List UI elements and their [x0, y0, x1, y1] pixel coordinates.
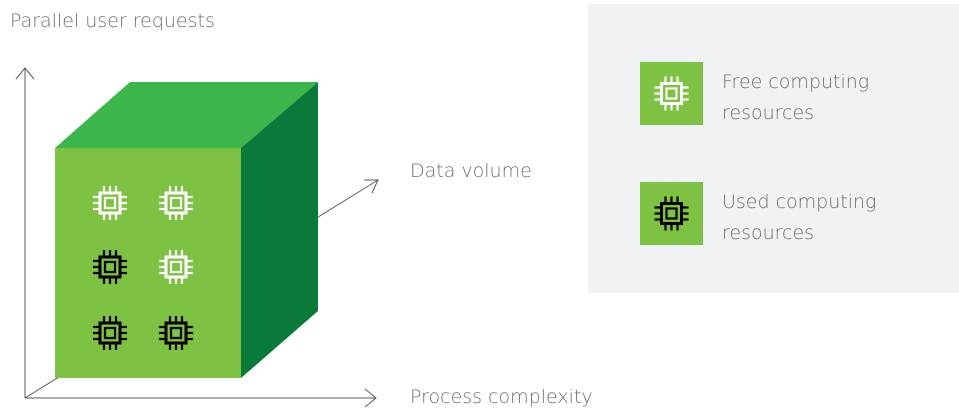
z-axis-arrowhead [364, 179, 379, 194]
cube-front-face [55, 148, 241, 378]
y-axis-arrowhead [15, 67, 35, 80]
cube-top-face [55, 82, 318, 148]
cube [55, 82, 318, 378]
chip-used-icon [653, 195, 690, 232]
cube-side-face [241, 82, 318, 378]
chip-free-icon [653, 75, 690, 112]
z-axis-label: Data volume [410, 160, 532, 182]
x-axis-label: Process complexity [410, 386, 593, 408]
legend-panel: Free computing resources Used computing … [588, 4, 959, 293]
legend-swatch-free [640, 62, 703, 125]
legend-label-free: Free computing resources [722, 71, 870, 124]
legend-label-used: Used computing resources [722, 191, 877, 244]
y-axis-label: Parallel user requests [10, 10, 215, 32]
x-axis-arrowhead [364, 388, 377, 408]
legend-swatch-used [640, 182, 703, 245]
